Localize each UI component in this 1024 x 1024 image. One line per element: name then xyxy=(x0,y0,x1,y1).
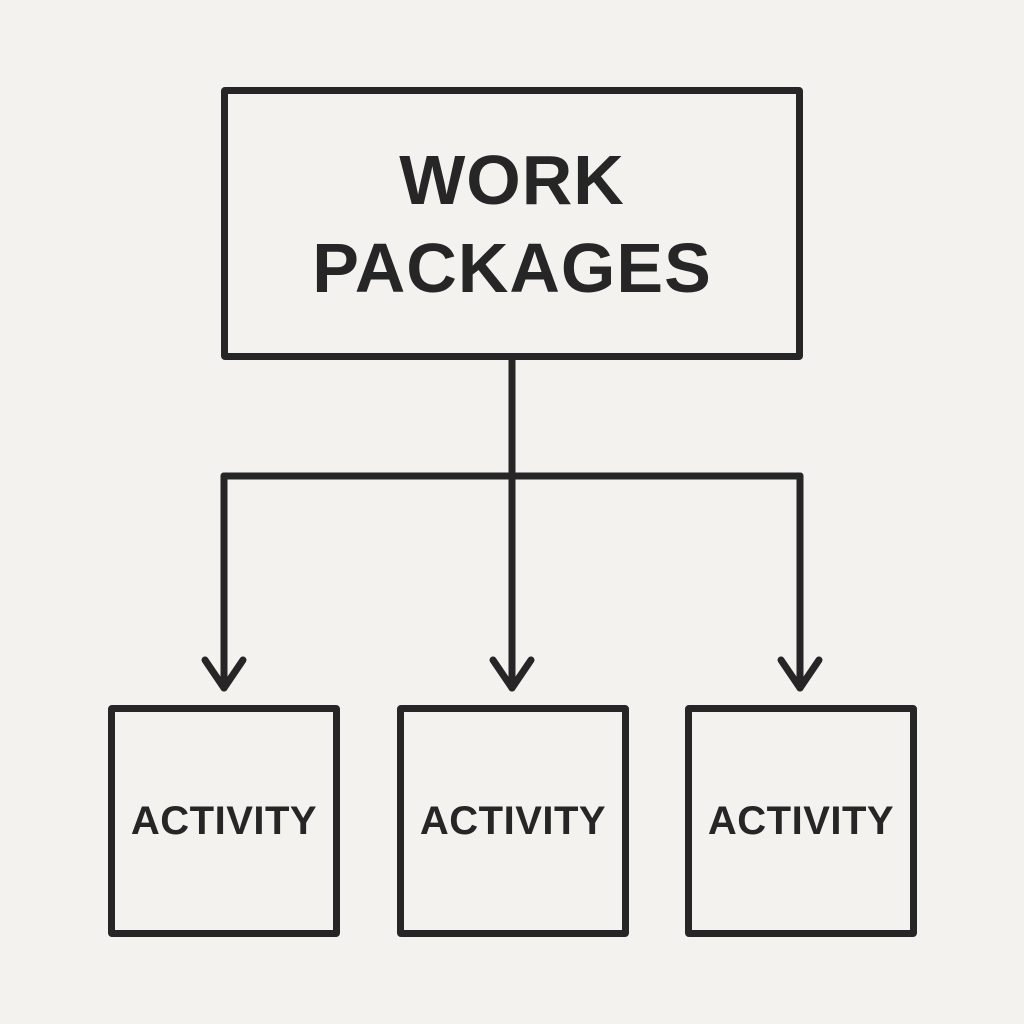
activity-box-2: ACTIVITY xyxy=(397,705,629,937)
activity-box-3: ACTIVITY xyxy=(685,705,917,937)
arrowhead-center xyxy=(489,656,535,692)
activity-box-1: ACTIVITY xyxy=(108,705,340,937)
activity-label-1: ACTIVITY xyxy=(130,798,318,843)
work-packages-title: WORK PACKAGES xyxy=(312,136,712,312)
work-packages-box: WORK PACKAGES xyxy=(221,87,803,360)
title-line-1: WORK xyxy=(399,140,625,219)
title-line-2: PACKAGES xyxy=(312,228,712,307)
arrowhead-right xyxy=(777,656,823,692)
activity-label-3: ACTIVITY xyxy=(707,798,895,843)
arrowhead-left xyxy=(201,656,247,692)
activity-label-2: ACTIVITY xyxy=(419,798,607,843)
